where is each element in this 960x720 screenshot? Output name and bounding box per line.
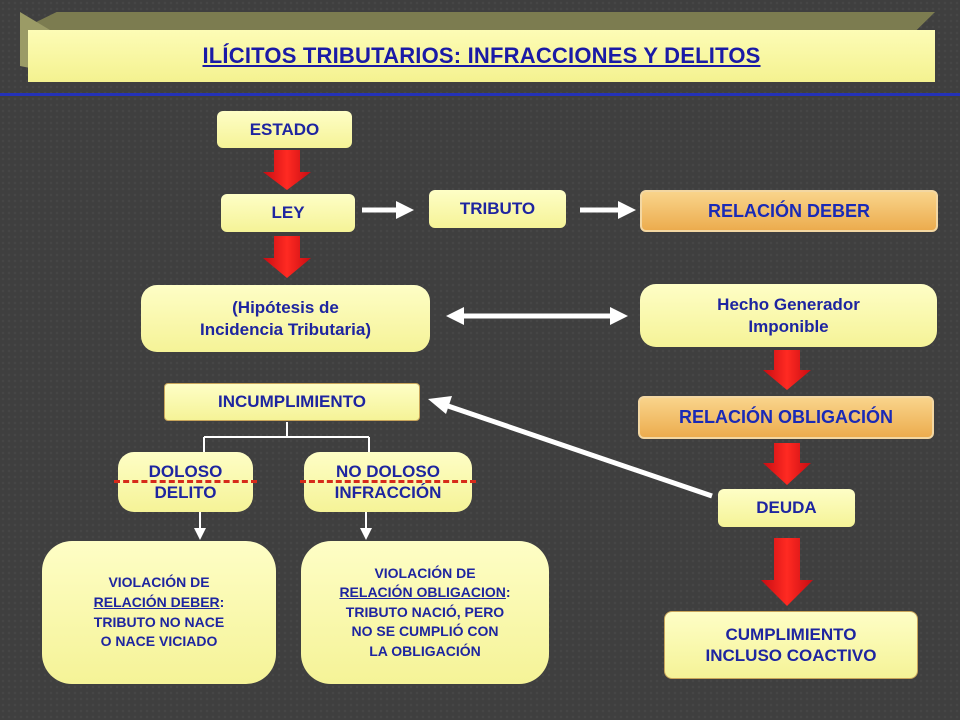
node-cumplimiento-line1: CUMPLIMIENTO [725,624,857,644]
node-infraccion-label: INFRACCIÓN [334,483,442,502]
violacion-obligacion-line3: TRIBUTO NACIÓ, PERO [345,603,505,620]
node-hecho-line1: Hecho Generador [717,295,860,315]
node-relacion-obligacion: RELACIÓN OBLIGACIÓN [638,396,934,439]
title-rule [0,93,960,96]
node-cumplimiento-line2: INCLUSO COACTIVO [705,646,877,665]
node-relacion-deber-label: RELACIÓN DEBER [707,200,870,221]
node-estado: ESTADO [217,111,352,148]
dash-doloso [114,480,257,483]
arrow-ley-tributo-head [396,201,414,219]
double-arrow-right-head [610,307,628,325]
arrow-estado-ley [263,150,311,190]
arrow-obligacion-deuda [763,443,811,485]
violacion-deber-line3: TRIBUTO NO NACE [93,613,225,630]
violacion-obligacion-line2: RELACIÓN OBLIGACION [339,584,506,601]
node-doloso-label: DOLOSO [148,461,223,481]
node-cumplimiento: CUMPLIMIENTO INCLUSO COACTIVO [664,611,918,679]
node-no-doloso-label: NO DOLOSO [336,461,440,481]
double-arrow-left-head [446,307,464,325]
arrow-deuda-cumplimiento [761,538,813,606]
violacion-deber-line1: VIOLACIÓN DE [108,574,210,591]
banner-face: ILÍCITOS TRIBUTARIOS: INFRACCIONES Y DEL… [28,30,935,82]
node-hipotesis: (Hipótesis de Incidencia Tributaria) [141,285,430,352]
node-deuda: DEUDA [718,489,855,527]
node-hipotesis-line2: Incidencia Tributaria) [200,319,371,339]
violacion-obligacion-line2-wrap: RELACIÓN OBLIGACION: [339,583,510,603]
arrow-tributo-deber-head [618,201,636,219]
node-relacion-obligacion-label: RELACIÓN OBLIGACIÓN [679,407,893,427]
node-relacion-deber: RELACIÓN DEBER [640,190,938,232]
violacion-deber-colon: : [219,593,225,610]
node-ley-label: LEY [271,203,305,222]
violacion-obligacion-line5: LA OBLIGACIÓN [369,642,481,659]
node-violacion-deber: VIOLACIÓN DE RELACIÓN DEBER: TRIBUTO NO … [42,541,276,684]
violacion-deber-line4: O NACE VICIADO [100,633,218,650]
violacion-obligacion-line4: NO SE CUMPLIÓ CON [351,623,499,640]
node-incumplimiento: INCUMPLIMIENTO [164,383,420,421]
arrow-deuda-incumplimiento-head [428,396,452,414]
node-incumplimiento-label: INCUMPLIMIENTO [218,392,366,411]
node-delito-label: DELITO [154,483,217,502]
node-deuda-label: DEUDA [756,498,817,517]
node-estado-label: ESTADO [249,119,320,139]
violacion-deber-line2: RELACIÓN DEBER [93,593,220,610]
dash-no-doloso [300,480,476,483]
node-violacion-obligacion: VIOLACIÓN DE RELACIÓN OBLIGACION: TRIBUT… [301,541,549,684]
node-hecho-generador: Hecho Generador Imponible [640,284,937,347]
node-hecho-line2: Imponible [748,316,829,336]
arrow-deuda-incumplimiento-shaft [447,403,713,499]
arrow-hecho-obligacion [763,350,811,390]
node-tributo-label: TRIBUTO [459,199,536,218]
violacion-obligacion-line1: VIOLACIÓN DE [374,564,476,581]
node-hipotesis-line1: (Hipótesis de [232,298,339,318]
title-banner: ILÍCITOS TRIBUTARIOS: INFRACCIONES Y DEL… [20,12,935,82]
banner-top-bevel [20,12,935,30]
violacion-deber-line2-wrap: RELACIÓN DEBER: [94,593,225,613]
arrow-infraccion-head [360,528,372,540]
node-tributo: TRIBUTO [429,190,566,228]
arrow-delito-head [194,528,206,540]
page-title: ILÍCITOS TRIBUTARIOS: INFRACCIONES Y DEL… [202,43,761,68]
arrow-ley-hipotesis [263,236,311,278]
violacion-obligacion-colon: : [505,584,511,601]
node-ley: LEY [221,194,355,232]
